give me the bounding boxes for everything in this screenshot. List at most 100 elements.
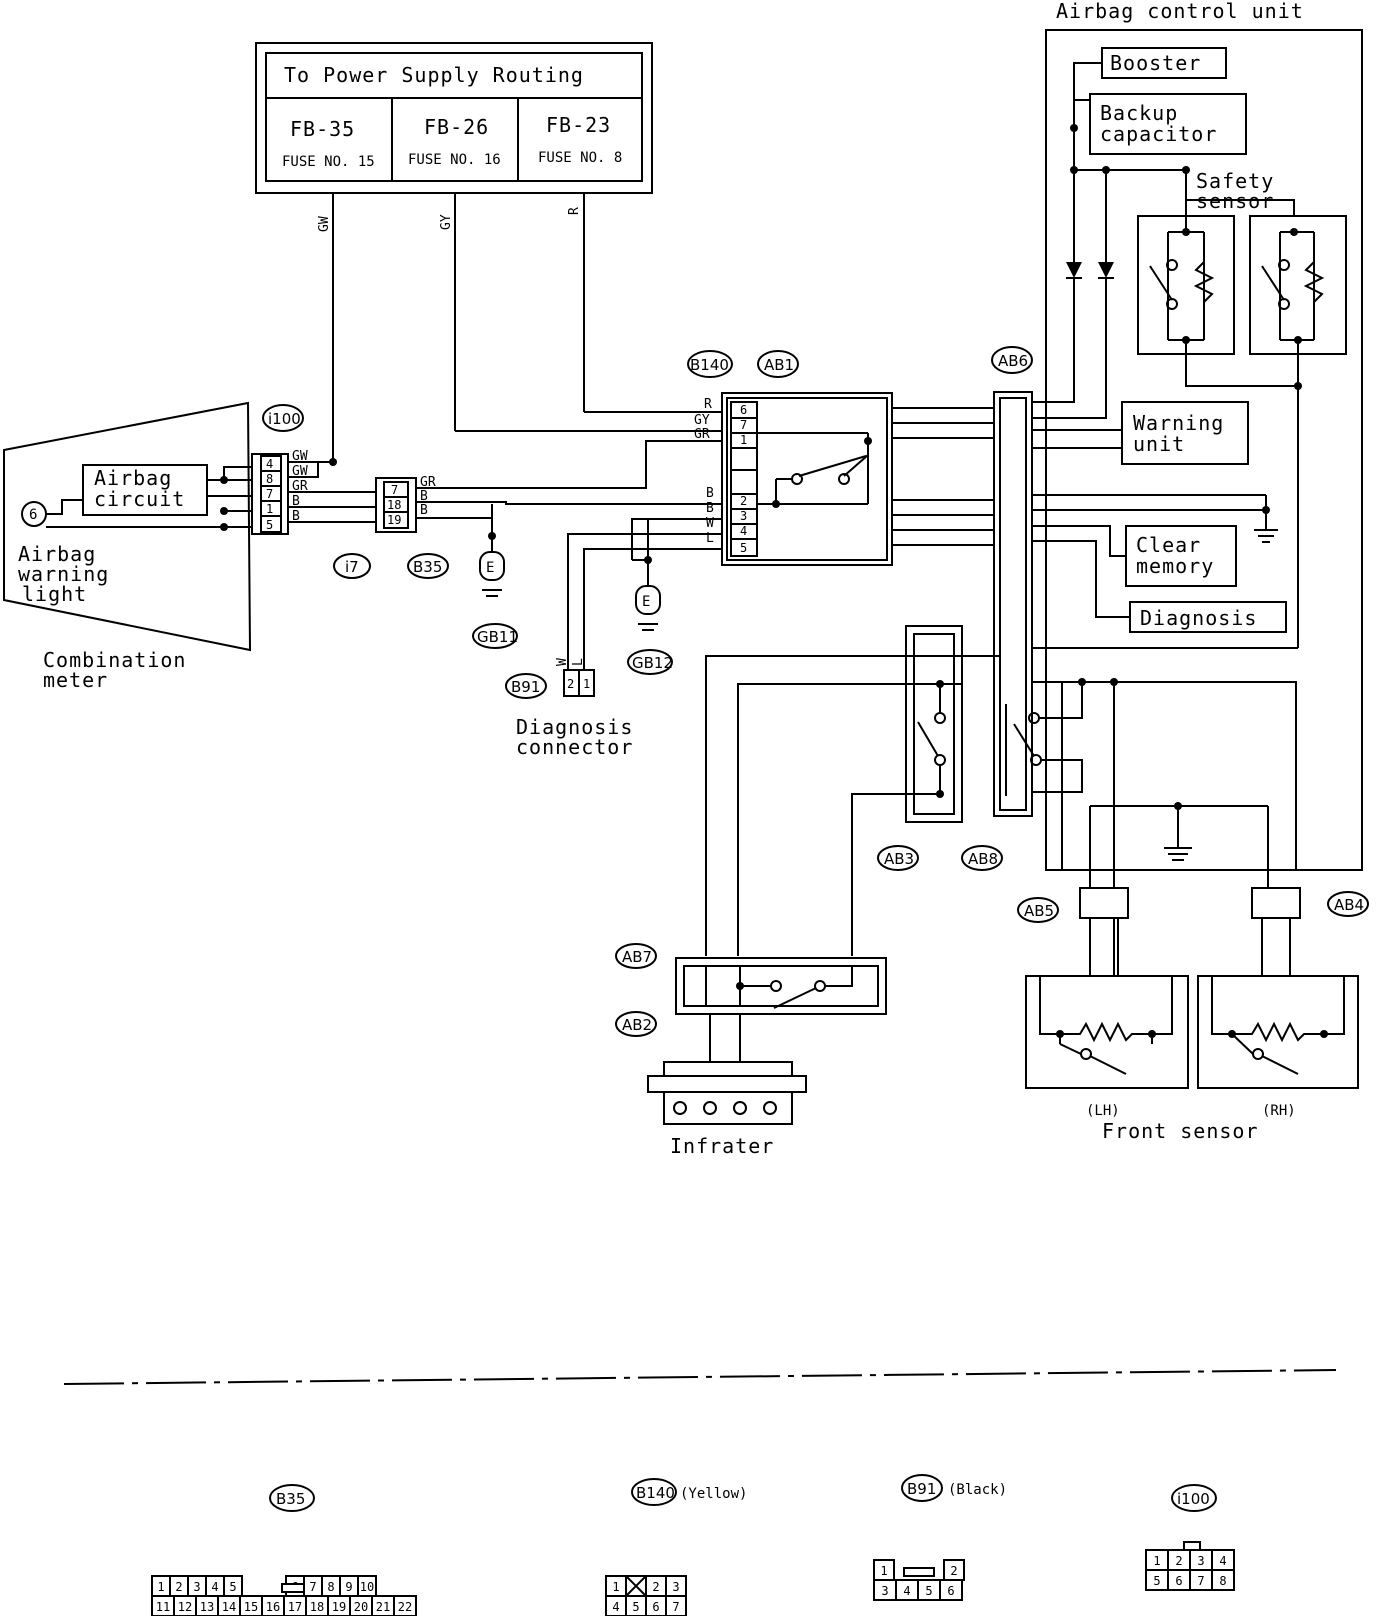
meter-wires: GW GW GR B B: [288, 449, 376, 524]
airbag-circuit-label: Airbag: [94, 466, 172, 490]
connector-cell: [665, 1595, 687, 1616]
connector-pin-number: 7: [672, 1600, 679, 1614]
wire-color-label: B: [292, 509, 300, 524]
connector-pin-number: 7: [309, 1580, 316, 1594]
pin-number: 3: [740, 509, 747, 523]
diagnosis-connector-label: connector: [516, 735, 633, 759]
fuse-number: FUSE NO. 15: [282, 154, 375, 170]
connector-pin-number: 22: [398, 1600, 412, 1614]
connector-pin-number: 6: [947, 1584, 954, 1598]
connector-pin-number: 4: [903, 1584, 910, 1598]
connector-pin-number: 20: [354, 1600, 368, 1614]
connector-pin-number: 4: [211, 1580, 218, 1594]
connector-pin-number: 14: [222, 1600, 236, 1614]
connector-label: AB7: [622, 948, 652, 966]
front-sensor-lh: AB5 (LH): [1017, 887, 1189, 1119]
wire-color-label: GY: [694, 413, 710, 428]
connector-cell: [939, 1579, 963, 1601]
safety-sensor-label: Safety: [1196, 169, 1274, 193]
wire-color-label: GW: [292, 449, 308, 464]
fuse-block-id: FB-26: [424, 115, 489, 139]
connector-pin-number: 5: [1153, 1574, 1160, 1588]
wire-color-label: B: [292, 494, 300, 509]
pin-number: 8: [266, 472, 273, 486]
pin-number: 19: [387, 513, 401, 527]
connector-pin-number: 5: [229, 1580, 236, 1594]
wire-color-label: GR: [420, 475, 436, 490]
connector-i100: 4 8 7 1 5 i100: [251, 404, 304, 535]
warning-light-label: Airbag: [18, 542, 96, 566]
wire-color-label: GR: [292, 479, 308, 494]
connector-label: B91: [511, 678, 540, 696]
wire-color-label: W: [706, 516, 714, 531]
infrater-wires: [705, 655, 1000, 956]
connector-pin-number: 16: [266, 1600, 280, 1614]
fuse-block-id: FB-23: [546, 113, 611, 137]
front-sensor-rh: AB4 (RH): [1197, 887, 1369, 1119]
pin-number: 1: [583, 677, 590, 691]
fuse-block-id: FB-35: [290, 117, 355, 141]
wire-color-label: L: [706, 531, 714, 546]
wire-color-label: R: [704, 397, 712, 412]
airbag-circuit-label: circuit: [94, 487, 185, 511]
pin-number: 1: [266, 502, 273, 516]
connector-label: AB1: [764, 356, 794, 374]
connector-label: GB12: [632, 654, 673, 672]
wire-color-label: GR: [694, 427, 710, 442]
connector-pin-number: 5: [632, 1600, 639, 1614]
connector-ab3: AB3: [877, 625, 963, 871]
connector-pin-number: 8: [1219, 1574, 1226, 1588]
connector-pin-number: 21: [376, 1600, 390, 1614]
connector-label: GB11: [477, 628, 518, 646]
connector-pin-number: 1: [1153, 1554, 1160, 1568]
pin-number: 6: [740, 403, 747, 417]
connector-pin-number: 12: [178, 1600, 192, 1614]
front-sensor-label: Front sensor: [1102, 1119, 1259, 1143]
connector-i7: 7 18 19 GR B B i7 B35: [333, 475, 449, 579]
wire-color-label: GY: [439, 214, 454, 230]
pin-number: 7: [740, 418, 747, 432]
wire-color-label: W: [555, 658, 570, 666]
main-harness-wires: E GB11 E GB12: [416, 440, 722, 675]
combination-meter: Airbag circuit 6 Airbag warning light Co…: [3, 401, 252, 692]
connector-pin-number: 2: [652, 1580, 659, 1594]
connector-pin-number: 11: [156, 1600, 170, 1614]
backup-capacitor-label: capacitor: [1100, 122, 1217, 146]
front-sensor-side-label: (LH): [1086, 1103, 1120, 1119]
connector-label: AB6: [998, 352, 1028, 370]
connector-label: i7: [345, 558, 359, 576]
pin-number: 5: [740, 541, 747, 555]
connector-face: 12345678910111213141516171819202122: [151, 1575, 417, 1616]
wire-color-label: L: [571, 658, 586, 666]
infrater: Infrater: [647, 1014, 807, 1158]
pin-number: 2: [567, 677, 574, 691]
pin-number: 1: [740, 433, 747, 447]
airbag-control-unit: Airbag control unit Booster Backup capac…: [1032, 0, 1363, 871]
diagnosis-connector: 2 1 W L B91 Diagnosis connector: [505, 658, 633, 759]
booster-label: Booster: [1110, 51, 1201, 75]
ab1-ab6-harness: [892, 407, 994, 546]
combination-meter-label: Combination: [43, 648, 186, 672]
connector-pin-number: 3: [193, 1580, 200, 1594]
connector-label: B35: [413, 558, 442, 576]
connector-label: B140: [636, 1484, 675, 1502]
earth-icon: E: [642, 594, 650, 610]
connector-label: B140: [690, 356, 729, 374]
power-supply-routing: To Power Supply Routing FB-35 FUSE NO. 1…: [255, 42, 653, 194]
bulb-icon: 6: [29, 507, 37, 523]
connector-ab8: AB8: [961, 678, 1297, 1000]
connector-label: AB8: [968, 850, 998, 868]
connector-pin-number: 2: [950, 1564, 957, 1578]
connector-ab7: AB7 AB2: [615, 943, 887, 1037]
diagnosis-label: Diagnosis: [1140, 606, 1257, 630]
connector-pin-number: 19: [332, 1600, 346, 1614]
clear-memory-label: memory: [1136, 554, 1214, 578]
wire-color-label: R: [567, 207, 582, 215]
connector-cell: [1211, 1569, 1235, 1591]
connector-ab6: AB6: [991, 346, 1033, 817]
fuse-number: FUSE NO. 8: [538, 150, 622, 166]
connector-pin-number: 3: [1197, 1554, 1204, 1568]
connector-label: i100: [268, 410, 301, 428]
